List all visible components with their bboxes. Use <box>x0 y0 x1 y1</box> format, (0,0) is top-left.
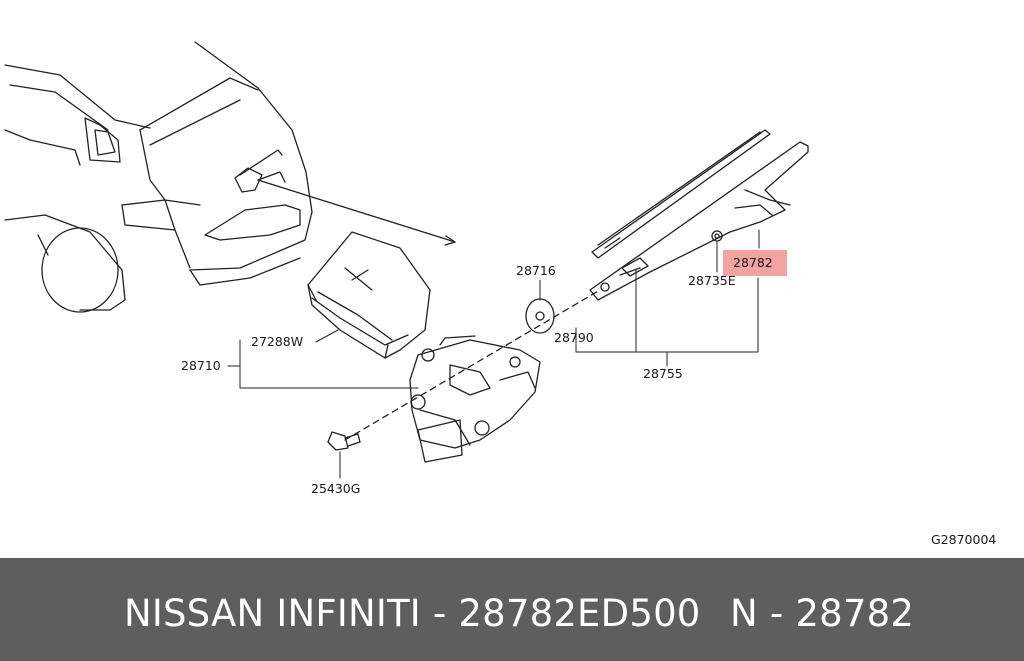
wiper-blade-arm-illustration <box>589 129 809 301</box>
highlight-box <box>723 250 787 276</box>
bolt-illustration <box>327 431 361 451</box>
direction-arrow <box>257 179 456 246</box>
short-part-number: N - 28782 <box>730 592 915 635</box>
washer-cap-illustration <box>525 298 555 334</box>
label-28716: 28716 <box>516 263 556 278</box>
drawing-code: G2870004 <box>931 532 996 547</box>
label-25430G: 25430G <box>311 481 360 496</box>
parts-diagram: 28716 28782 28735E 28790 27288W 28710 28… <box>4 41 996 547</box>
label-28735E: 28735E <box>688 273 736 288</box>
label-27288W: 27288W <box>251 334 303 349</box>
wiper-motor-illustration <box>409 335 541 463</box>
alignment-line <box>344 289 601 441</box>
label-28755: 28755 <box>643 366 683 381</box>
label-28782: 28782 <box>733 255 773 270</box>
motor-cover-illustration <box>307 231 431 359</box>
part-number-footer: NISSAN INFINITI - 28782ED500 N - 28782 <box>0 558 1024 661</box>
label-28710: 28710 <box>181 358 221 373</box>
brand-part-number: NISSAN INFINITI - 28782ED500 <box>124 592 701 635</box>
car-rear-illustration <box>4 41 313 313</box>
label-28790: 28790 <box>554 330 594 345</box>
leader-lines <box>227 229 760 479</box>
